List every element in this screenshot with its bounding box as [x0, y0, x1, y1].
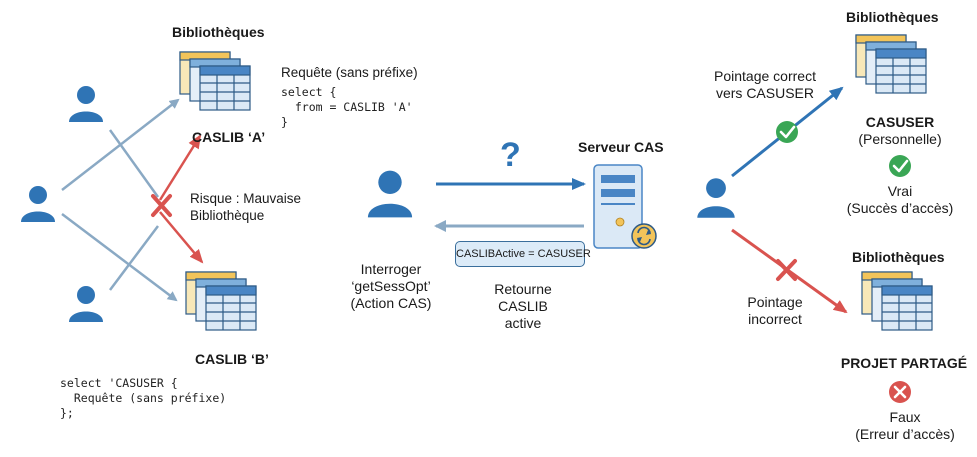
database-icon-casuser: [855, 34, 927, 94]
cross-icon-error: [889, 381, 911, 403]
database-icon-caslib-a: [179, 51, 251, 111]
arrow-user-bottom-cross: [109, 225, 159, 291]
check-icon-success: [889, 155, 911, 177]
request-label: Interroger ‘getSessOpt’ (Action CAS): [350, 261, 432, 311]
cross-icon-incorrect-arrow: [776, 259, 797, 281]
incorrect-label: Pointage incorrect: [747, 294, 803, 327]
user-icon-requester: [367, 170, 413, 218]
projet-heading: Bibliothèques: [852, 249, 945, 265]
casuser-sub: (Personnelle): [858, 131, 942, 147]
query-b-code: select 'CASUSER { Requête (sans préfixe)…: [60, 376, 227, 420]
caslib-b-name: CASLIB ‘B’: [195, 351, 269, 367]
reply-bubble: CASLIBActive = CASUSER: [455, 241, 591, 267]
check-icon-correct-arrow: [776, 121, 798, 143]
error-result: Faux (Erreur d’accès): [855, 409, 955, 442]
caslib-a-heading: Bibliothèques: [172, 24, 265, 40]
reply-label: Retourne CASLIB active: [494, 281, 552, 331]
success-result: Vrai (Succès d’accès): [846, 183, 954, 216]
server-title: Serveur CAS: [578, 139, 664, 155]
question-icon: ?: [500, 136, 521, 174]
refresh-icon: [631, 223, 657, 249]
user-icon-left-bottom: [69, 286, 103, 322]
query-a-code: select { from = CASLIB 'A' }: [281, 85, 413, 129]
database-icon-projet-partage: [861, 271, 933, 331]
user-icon-right: [697, 178, 735, 218]
arrow-user-to-caslib-b: [61, 213, 178, 302]
projet-name: PROJET PARTAGÉ: [840, 355, 968, 371]
correct-label: Pointage correct vers CASUSER: [714, 68, 816, 101]
server-icon: [593, 164, 643, 249]
user-icon-left-middle: [21, 186, 55, 222]
cross-icon-risk: [151, 194, 172, 217]
query-a-title: Requête (sans préfixe): [281, 65, 418, 80]
user-icon-left-top: [69, 86, 103, 122]
database-icon-caslib-b: [185, 271, 257, 331]
risk-arrow-down: [159, 211, 204, 264]
caslib-a-name: CASLIB ‘A’: [192, 129, 266, 145]
casuser-name: CASUSER: [865, 114, 935, 130]
arrow-user-top-cross: [108, 129, 160, 198]
risk-arrow-up: [158, 134, 202, 201]
risk-label: Risque : Mauvaise Bibliothèque: [190, 191, 302, 223]
casuser-heading: Bibliothèques: [846, 9, 939, 25]
